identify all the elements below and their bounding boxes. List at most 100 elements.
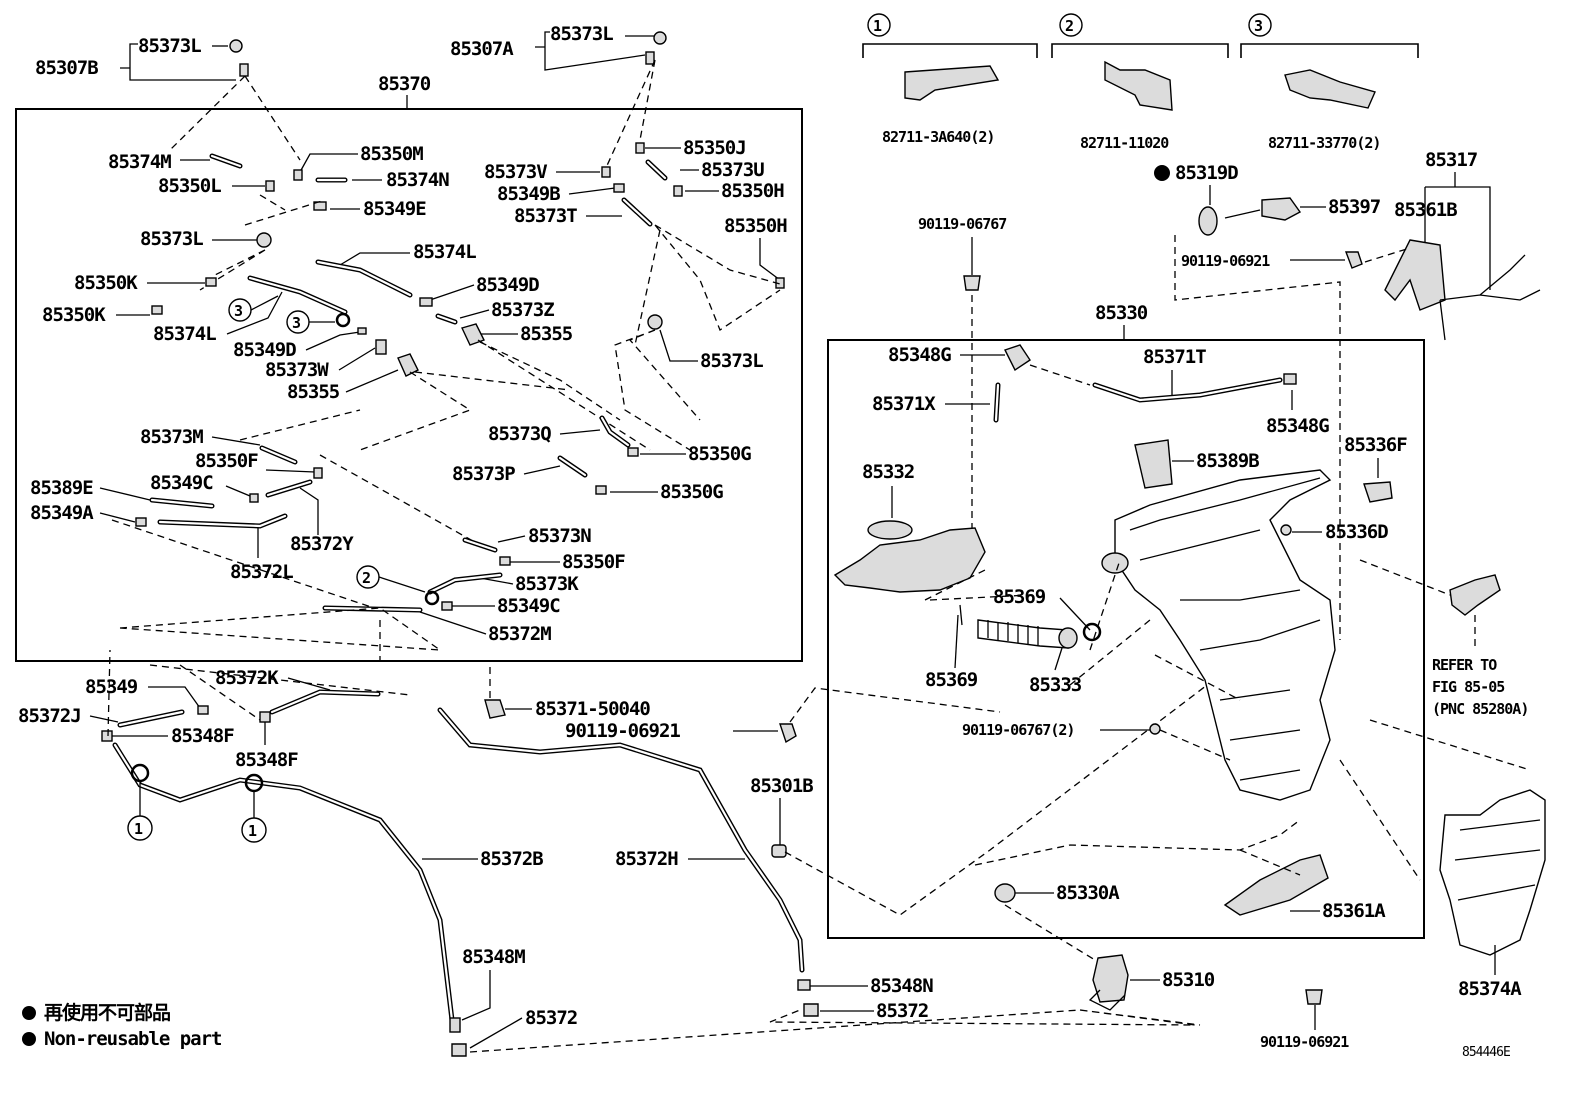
check-valve-icon (397, 353, 419, 377)
clamp-icon (1082, 622, 1102, 642)
pad-icon (1134, 439, 1173, 489)
label-85349B: 85349B (497, 183, 560, 205)
bolt-icon (1149, 723, 1161, 735)
left-assembly-frame (15, 108, 803, 662)
label-85373K: 85373K (515, 573, 579, 595)
label-90119-06767-a: 90119-06767 (918, 215, 1006, 233)
callout-2-label: 2 (1065, 17, 1073, 35)
joint-icon (419, 297, 433, 307)
label-85350F-a: 85350F (195, 450, 258, 472)
label-85374L-b: 85374L (153, 323, 216, 345)
gasket-icon (1198, 206, 1218, 236)
clamp-part-1: 82711-3A640(2) (882, 128, 994, 146)
tank-neck-icon (1101, 552, 1129, 574)
callout-1-text: 1 (134, 820, 143, 838)
washer-pump-icon (1092, 954, 1129, 1003)
grommet-icon (994, 883, 1016, 903)
joint-icon (601, 166, 611, 178)
joint-icon (197, 705, 209, 715)
wiring-bracket-icon (1384, 239, 1446, 311)
label-85348N: 85348N (870, 975, 933, 997)
joint-icon (449, 1017, 461, 1033)
label-85372-b: 85372 (876, 1000, 928, 1022)
label-85350K-a: 85350K (74, 272, 138, 294)
label-85317: 85317 (1425, 149, 1478, 171)
label-85348F-b: 85348F (235, 749, 298, 771)
bolt-icon (1344, 251, 1363, 269)
label-85373L-a: 85373L (138, 35, 201, 57)
label-85355-b: 85355 (287, 381, 340, 403)
legend-dot-jp (22, 1006, 36, 1020)
label-85332: 85332 (862, 461, 914, 483)
legend-en: Non-reusable part (44, 1028, 221, 1050)
diagram-code: 854446E (1462, 1045, 1510, 1060)
grommet-icon (1058, 627, 1078, 649)
label-85350H-a: 85350H (721, 180, 784, 202)
clamp-option-1: 1 82711-3A640(2) (862, 13, 1038, 146)
grommet-icon (771, 844, 787, 858)
bolt-icon (963, 275, 981, 291)
label-85373Z: 85373Z (491, 299, 554, 321)
joint-icon (151, 305, 163, 315)
clamp-option-2: 2 82711-11020 (1051, 13, 1229, 152)
label-85371-50040: 85371-50040 (535, 698, 650, 720)
label-85373L-d: 85373L (700, 350, 763, 372)
label-85348F-a: 85348F (171, 725, 234, 747)
label-85336D: 85336D (1325, 521, 1388, 543)
label-85333: 85333 (1029, 674, 1082, 696)
joint-icon (441, 601, 453, 611)
joint-icon (101, 730, 113, 742)
filler-cap-icon (867, 520, 913, 540)
label-85374M: 85374M (108, 151, 171, 173)
label-85350G-b: 85350G (660, 481, 723, 503)
joint-icon (645, 51, 655, 65)
nozzle-icon (653, 31, 667, 45)
joint-icon (293, 169, 303, 181)
label-85372M: 85372M (488, 623, 551, 645)
connector-icon (484, 699, 506, 719)
label-85319D: 85319D (1175, 162, 1238, 184)
nozzle-icon (647, 314, 663, 330)
clamp-icon (244, 773, 264, 793)
label-85372-a: 85372 (525, 1007, 577, 1029)
label-85373W: 85373W (265, 359, 329, 381)
refer-line-2: FIG 85-05 (1432, 678, 1505, 696)
label-85350K-b: 85350K (42, 304, 106, 326)
joint-icon (613, 183, 625, 193)
label-85361B: 85361B (1394, 199, 1457, 221)
nut-icon (1280, 524, 1292, 536)
label-85373L-b: 85373L (550, 23, 613, 45)
refer-line-1: REFER TO (1432, 656, 1497, 674)
label-85336F: 85336F (1344, 434, 1407, 456)
label-85373P: 85373P (452, 463, 515, 485)
label-85389B: 85389B (1196, 450, 1259, 472)
joint-icon (375, 339, 387, 355)
joint-icon (797, 979, 811, 991)
label-85348G-a: 85348G (888, 344, 951, 366)
label-85349A: 85349A (30, 502, 94, 524)
label-85350H-b: 85350H (724, 215, 787, 237)
joint-icon (259, 711, 271, 723)
label-85350J: 85350J (683, 137, 746, 159)
joint-icon (1283, 373, 1297, 385)
bolt-icon (1305, 989, 1323, 1005)
label-90119-06921-b: 90119-06921 (1181, 252, 1270, 270)
label-85373V: 85373V (484, 161, 547, 183)
callout-1-label: 1 (873, 17, 882, 35)
label-85349C-b: 85349C (497, 595, 560, 617)
clip-icon (904, 65, 1000, 101)
label-85349D-b: 85349D (233, 339, 296, 361)
label-85310: 85310 (1162, 969, 1215, 991)
filler-inlet-icon (833, 527, 986, 593)
joint-icon (249, 493, 259, 503)
label-85373N: 85373N (528, 525, 591, 547)
callout-3-text: 3 (292, 314, 301, 332)
label-85372J: 85372J (18, 705, 81, 727)
label-90119-06767-b: 90119-06767(2) (962, 721, 1074, 739)
label-85374L-a: 85374L (413, 241, 476, 263)
joint-icon (313, 467, 323, 479)
clamp-part-2: 82711-11020 (1080, 134, 1169, 152)
clip-icon (1104, 60, 1173, 111)
label-85330: 85330 (1095, 302, 1148, 324)
legend-jp: 再使用不可部品 (44, 1001, 170, 1024)
